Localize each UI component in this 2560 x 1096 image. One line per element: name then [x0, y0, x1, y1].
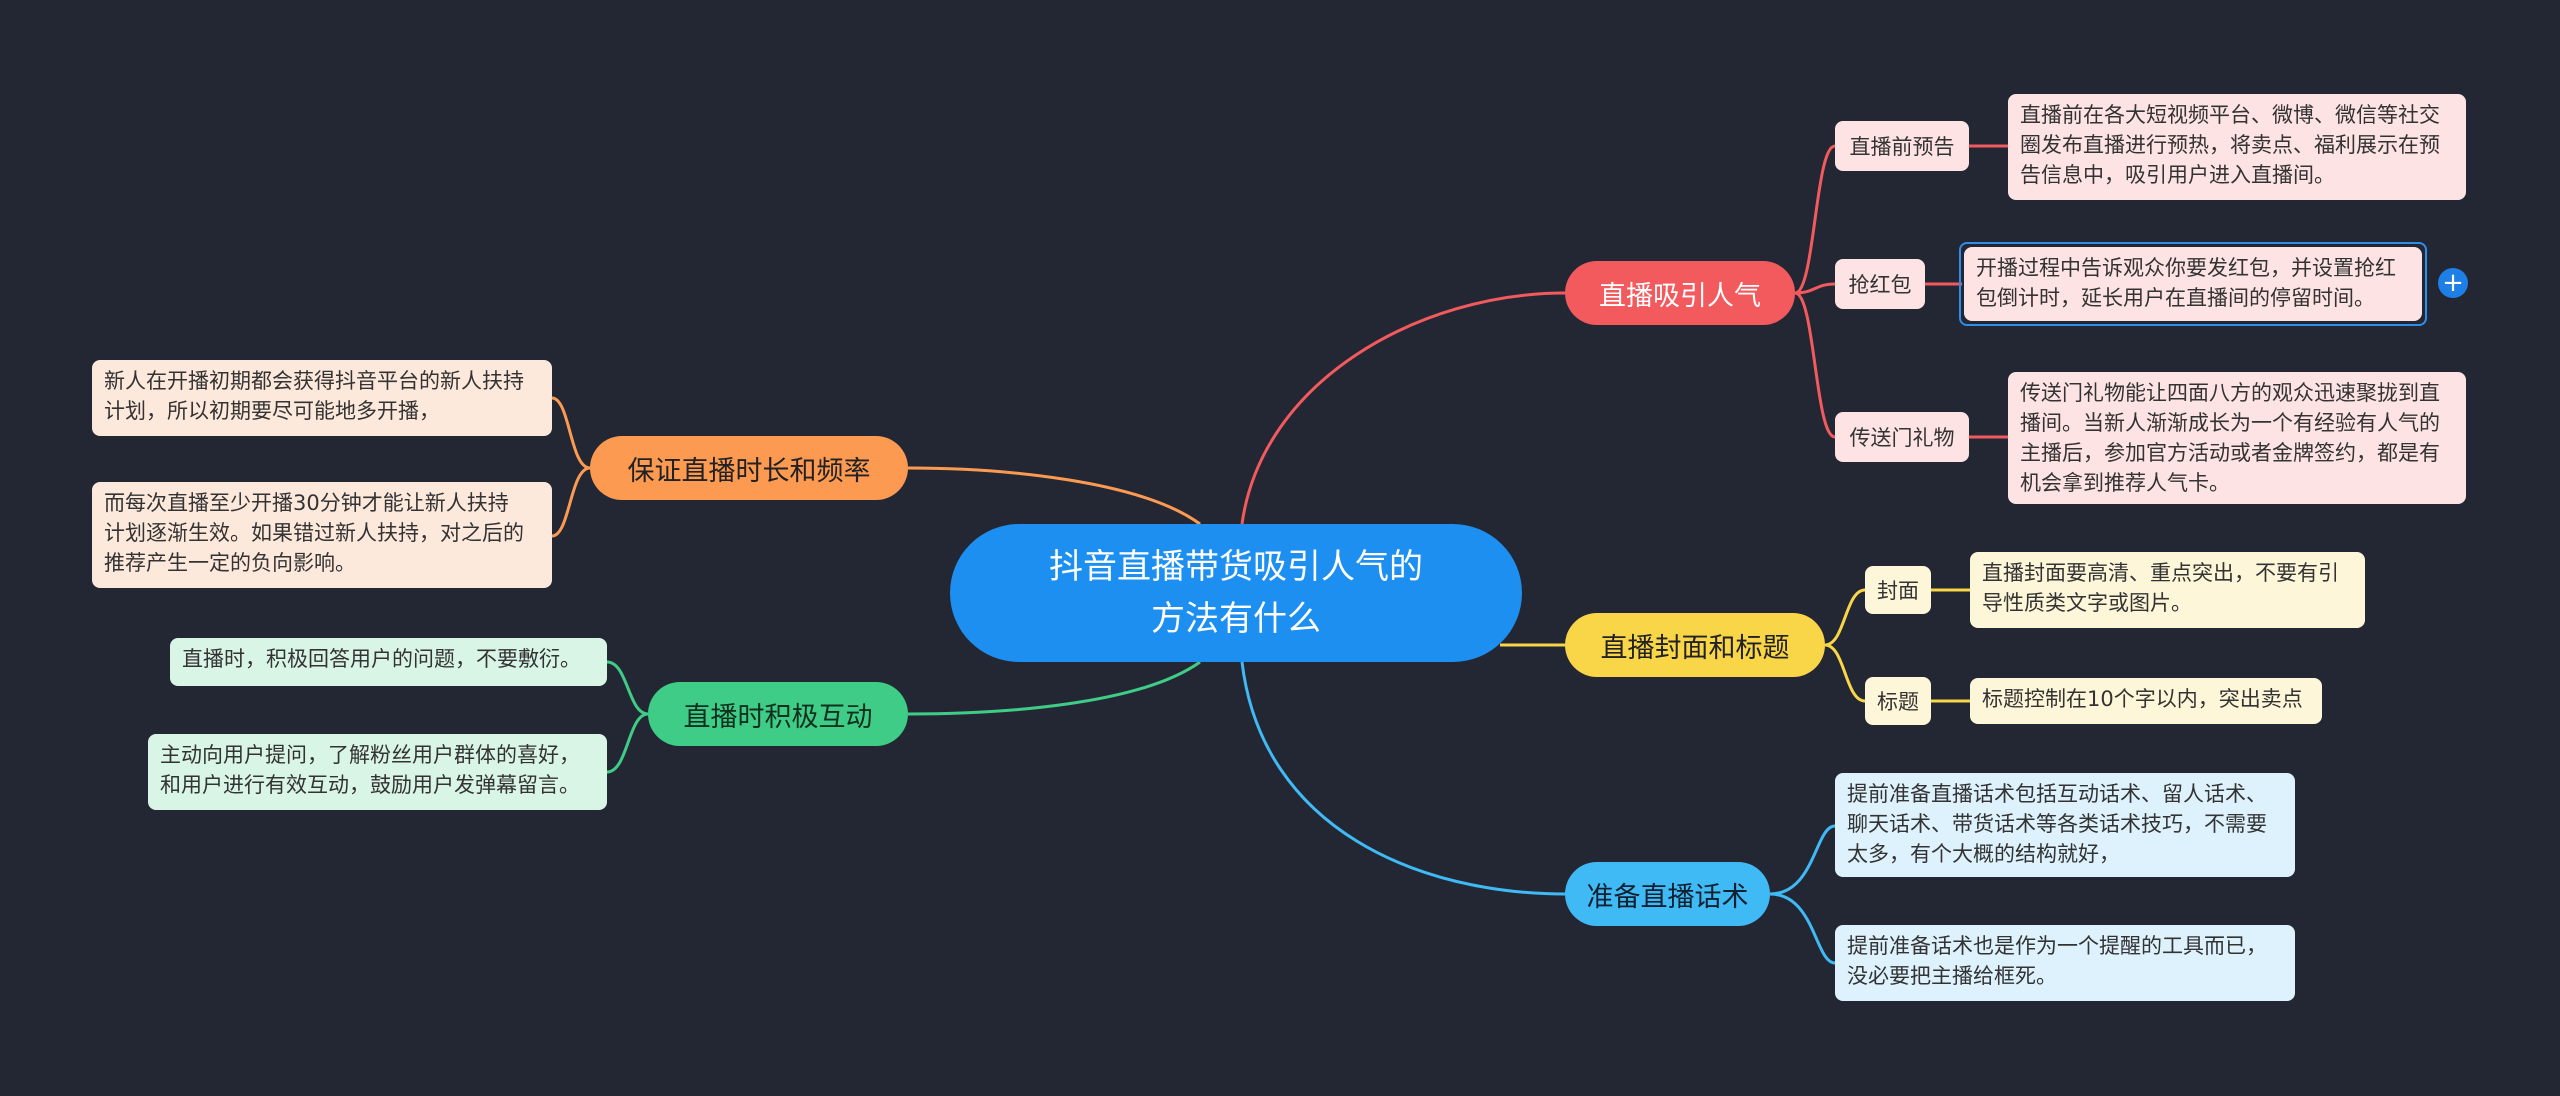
- branch-duration[interactable]: 保证直播时长和频率: [590, 436, 908, 500]
- link-attract-redpacket: [1794, 282, 1836, 295]
- branch-attract[interactable]: 直播吸引人气: [1565, 261, 1795, 325]
- central-topic-line-2: 方法有什么: [1151, 599, 1321, 639]
- leaf-script-2[interactable]: 提前准备话术也是作为一个提醒的工具而已， 没必要把主播给框死。: [1835, 925, 2295, 1001]
- leaf-text-line: 标题控制在10个字以内，突出卖点: [1982, 687, 2303, 711]
- leaf-text-line: 和用户进行有效互动，鼓励用户发弹幕留言。: [160, 773, 580, 797]
- leaf-text-line: 提前准备直播话术包括互动话术、留人话术、: [1847, 782, 2267, 806]
- link-center-duration: [907, 466, 1201, 526]
- leaf-text-line: 传送门礼物能让四面八方的观众迅速聚拢到直: [2020, 381, 2440, 405]
- leaf-text-line: 直播前在各大短视频平台、微博、微信等社交: [2020, 103, 2440, 127]
- link-duration-leaf1: [551, 396, 591, 470]
- central-topic-line-1: 抖音直播带货吸引人气的: [1049, 547, 1423, 587]
- leaf-text-line: 圈发布直播进行预热，将卖点、福利展示在预: [2020, 133, 2440, 157]
- link-attract-portal: [1794, 291, 1836, 439]
- leaf-text-line: 新人在开播初期都会获得抖音平台的新人扶持: [104, 369, 524, 393]
- sub-title[interactable]: 标题: [1865, 677, 1931, 725]
- link-duration-leaf2: [551, 466, 591, 538]
- leaf-interact-1[interactable]: 直播时，积极回答用户的问题，不要敷衍。: [170, 638, 607, 686]
- link-attract-preview: [1794, 144, 1836, 295]
- leaf-text-line: 推荐产生一定的负向影响。: [104, 551, 356, 575]
- leaf-text-line: 主播后，参加官方活动或者金牌签约，都是有: [2020, 441, 2440, 465]
- leaf-text-line: 包倒计时，延长用户在直播间的停留时间。: [1976, 286, 2375, 310]
- leaf-text-line: 计划，所以初期要尽可能地多开播，: [104, 399, 440, 423]
- link-cover-cover: [1824, 588, 1866, 647]
- branch-script[interactable]: 准备直播话术: [1565, 862, 1770, 926]
- leaf-text-line: 播间。当新人渐渐成长为一个有经验有人气的: [2020, 411, 2440, 435]
- selection-outline: [1959, 242, 2427, 326]
- branch-interact[interactable]: 直播时积极互动: [648, 682, 908, 746]
- link-center-attract: [1240, 291, 1566, 525]
- leaf-text-line: 聊天话术、带货话术等各类话术技巧，不需要: [1847, 812, 2267, 836]
- leaf-preview[interactable]: 直播前在各大短视频平台、微博、微信等社交 圈发布直播进行预热，将卖点、福利展示在…: [2008, 94, 2466, 200]
- sub-cover[interactable]: 封面: [1865, 566, 1931, 614]
- leaf-portal[interactable]: 传送门礼物能让四面八方的观众迅速聚拢到直 播间。当新人渐渐成长为一个有经验有人气…: [2008, 372, 2466, 504]
- link-center-interact: [907, 660, 1201, 716]
- leaf-text-line: 主动向用户提问，了解粉丝用户群体的喜好，: [160, 743, 580, 767]
- leaf-text-line: 而每次直播至少开播30分钟才能让新人扶持: [104, 491, 509, 515]
- leaf-title[interactable]: 标题控制在10个字以内，突出卖点: [1970, 678, 2322, 724]
- central-topic[interactable]: 抖音直播带货吸引人气的 方法有什么: [950, 524, 1522, 662]
- link-interact-leaf2: [606, 712, 649, 774]
- link-script-leaf1: [1769, 824, 1836, 896]
- leaf-duration-1[interactable]: 新人在开播初期都会获得抖音平台的新人扶持 计划，所以初期要尽可能地多开播，: [92, 360, 552, 436]
- leaf-text-line: 告信息中，吸引用户进入直播间。: [2020, 163, 2335, 187]
- leaf-text-line: 没必要把主播给框死。: [1847, 964, 2057, 988]
- link-cover-title: [1824, 643, 1866, 703]
- leaf-text-line: 提前准备话术也是作为一个提醒的工具而已，: [1847, 934, 2267, 958]
- leaf-text-line: 直播时，积极回答用户的问题，不要敷衍。: [182, 647, 581, 671]
- link-interact-leaf1: [606, 660, 649, 716]
- link-center-script: [1240, 661, 1566, 896]
- leaf-text-line: 太多，有个大概的结构就好，: [1847, 842, 2120, 866]
- leaf-text-line: 开播过程中告诉观众你要发红包，并设置抢红: [1976, 256, 2396, 280]
- leaf-text-line: 计划逐渐生效。如果错过新人扶持，对之后的: [104, 521, 524, 545]
- leaf-text-line: 直播封面要高清、重点突出，不要有引: [1982, 561, 2339, 585]
- link-script-leaf2: [1769, 892, 1836, 965]
- plus-icon[interactable]: +: [2438, 268, 2468, 298]
- sub-preview[interactable]: 直播前预告: [1835, 121, 1969, 171]
- leaf-duration-2[interactable]: 而每次直播至少开播30分钟才能让新人扶持 计划逐渐生效。如果错过新人扶持，对之后…: [92, 482, 552, 588]
- sub-portal[interactable]: 传送门礼物: [1835, 412, 1969, 462]
- leaf-cover[interactable]: 直播封面要高清、重点突出，不要有引 导性质类文字或图片。: [1970, 552, 2365, 628]
- branch-cover[interactable]: 直播封面和标题: [1565, 613, 1825, 677]
- sub-redpacket[interactable]: 抢红包: [1835, 259, 1925, 309]
- leaf-text-line: 导性质类文字或图片。: [1982, 591, 2192, 615]
- leaf-interact-2[interactable]: 主动向用户提问，了解粉丝用户群体的喜好， 和用户进行有效互动，鼓励用户发弹幕留言…: [148, 734, 607, 810]
- leaf-redpacket[interactable]: 开播过程中告诉观众你要发红包，并设置抢红 包倒计时，延长用户在直播间的停留时间。: [1964, 247, 2422, 321]
- leaf-script-1[interactable]: 提前准备直播话术包括互动话术、留人话术、 聊天话术、带货话术等各类话术技巧，不需…: [1835, 773, 2295, 877]
- leaf-text-line: 机会拿到推荐人气卡。: [2020, 471, 2230, 495]
